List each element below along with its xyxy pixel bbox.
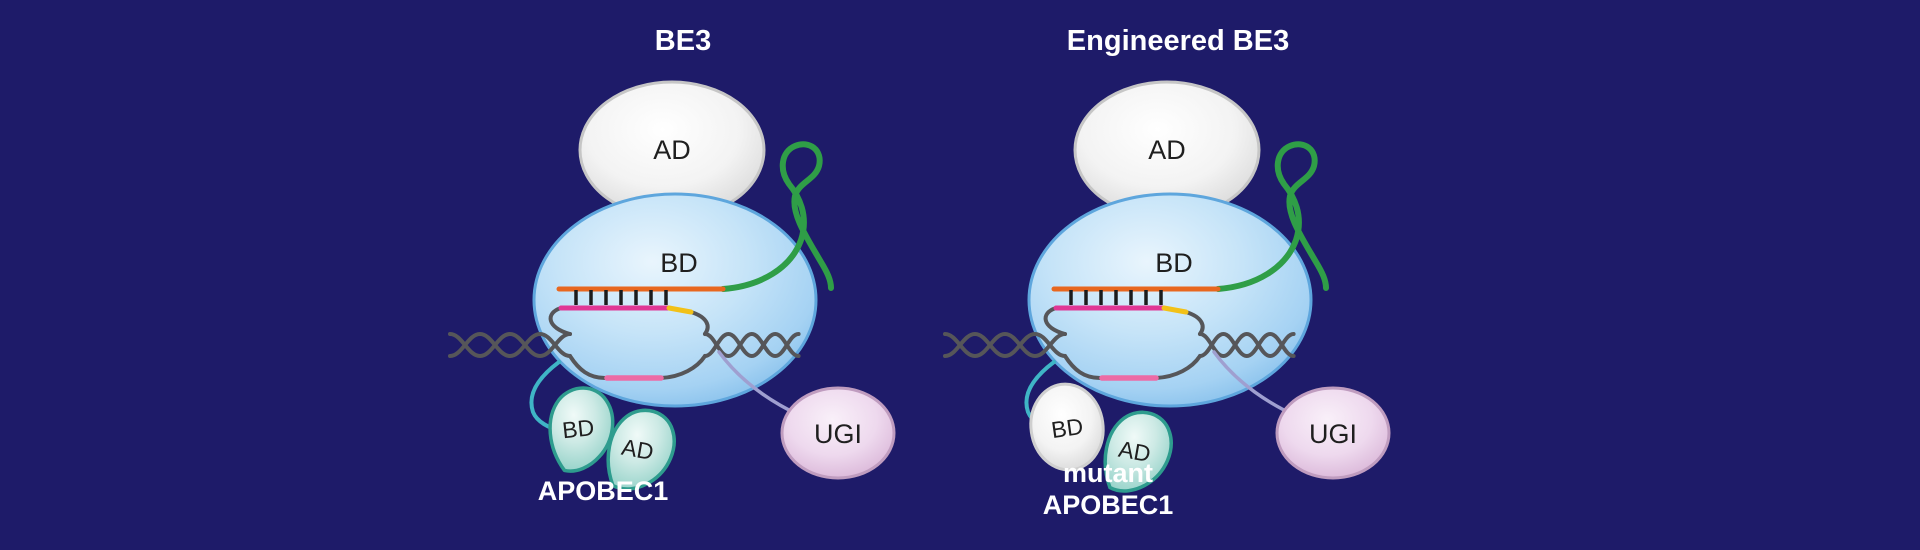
basepair-rungs [1069, 290, 1163, 305]
basepair-rungs [574, 290, 668, 305]
target-strand-entry [1043, 306, 1067, 336]
apobec-name-line1: mutant [1063, 458, 1153, 488]
target-strand-entry [548, 306, 572, 336]
panel-be3: BE3 BD AD UGI BD [448, 25, 896, 506]
apobec-name: APOBEC1 [538, 476, 669, 506]
apobec-ad-leaf: AD [1097, 405, 1179, 500]
pam-segment-yellow [666, 305, 694, 315]
cas9-bd-label: BD [660, 248, 698, 278]
panel-title: Engineered BE3 [1067, 25, 1289, 57]
target-strand-exit [689, 310, 710, 336]
ugi-label: UGI [814, 419, 862, 449]
pam-segment-yellow [1161, 305, 1189, 315]
apobec-ad-label: AD [620, 434, 656, 465]
cas9-ad-label: AD [653, 135, 691, 165]
ugi-label: UGI [1309, 419, 1357, 449]
cas9-ad-label: AD [1148, 135, 1186, 165]
apobec-bd-mutant-shape [1029, 382, 1105, 472]
apobec-bd-mutant-domain: BD [1029, 382, 1105, 472]
apobec-bd-label: BD [561, 414, 595, 443]
sgrna-scaffold [720, 141, 834, 292]
ugi-domain [1275, 386, 1391, 480]
cas9-bd-label: BD [1155, 248, 1193, 278]
panel-engineered-be3: Engineered BE3 BD AD UGI BD [943, 25, 1391, 520]
apobec-name-line2: APOBEC1 [1043, 490, 1174, 520]
sgrna-scaffold [1215, 141, 1329, 292]
apobec-bd-label: BD [1050, 413, 1085, 443]
ugi-domain [780, 386, 896, 480]
target-strand-exit [1184, 310, 1205, 336]
apobec-ad-leaf: AD [600, 403, 682, 498]
apobec-ad-label: AD [1117, 436, 1153, 467]
apobec-bd-leaf: BD [544, 383, 620, 475]
panel-title: BE3 [655, 25, 711, 57]
